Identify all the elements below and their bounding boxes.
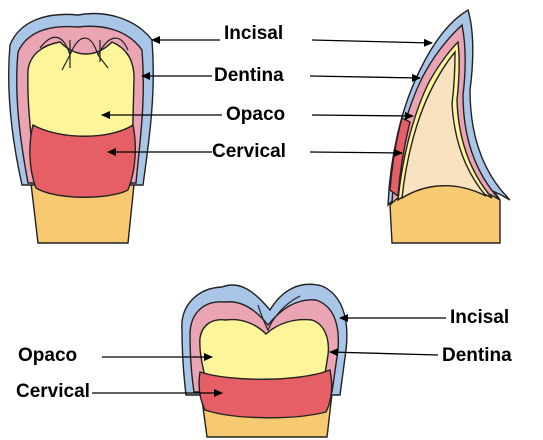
front-cervical-layer xyxy=(30,125,135,197)
front-tooth xyxy=(9,14,154,243)
label-dentina-top: Dentina xyxy=(214,66,284,85)
arrow-opaco-right xyxy=(312,115,413,116)
label-cervical-bottom: Cervical xyxy=(16,382,90,401)
arrow-dentina-right xyxy=(310,76,420,78)
label-opaco-bottom: Opaco xyxy=(18,346,77,365)
label-dentina-bottom: Dentina xyxy=(442,346,512,365)
posterior-tooth xyxy=(182,284,347,437)
arrow-cervical-right xyxy=(310,152,402,153)
label-incisal-bottom: Incisal xyxy=(450,308,509,327)
arrow-incisal-right xyxy=(312,40,432,43)
lateral-tooth xyxy=(388,10,510,243)
label-incisal-top: Incisal xyxy=(224,24,283,43)
label-cervical-top: Cervical xyxy=(212,142,286,161)
label-opaco-top: Opaco xyxy=(226,105,285,124)
